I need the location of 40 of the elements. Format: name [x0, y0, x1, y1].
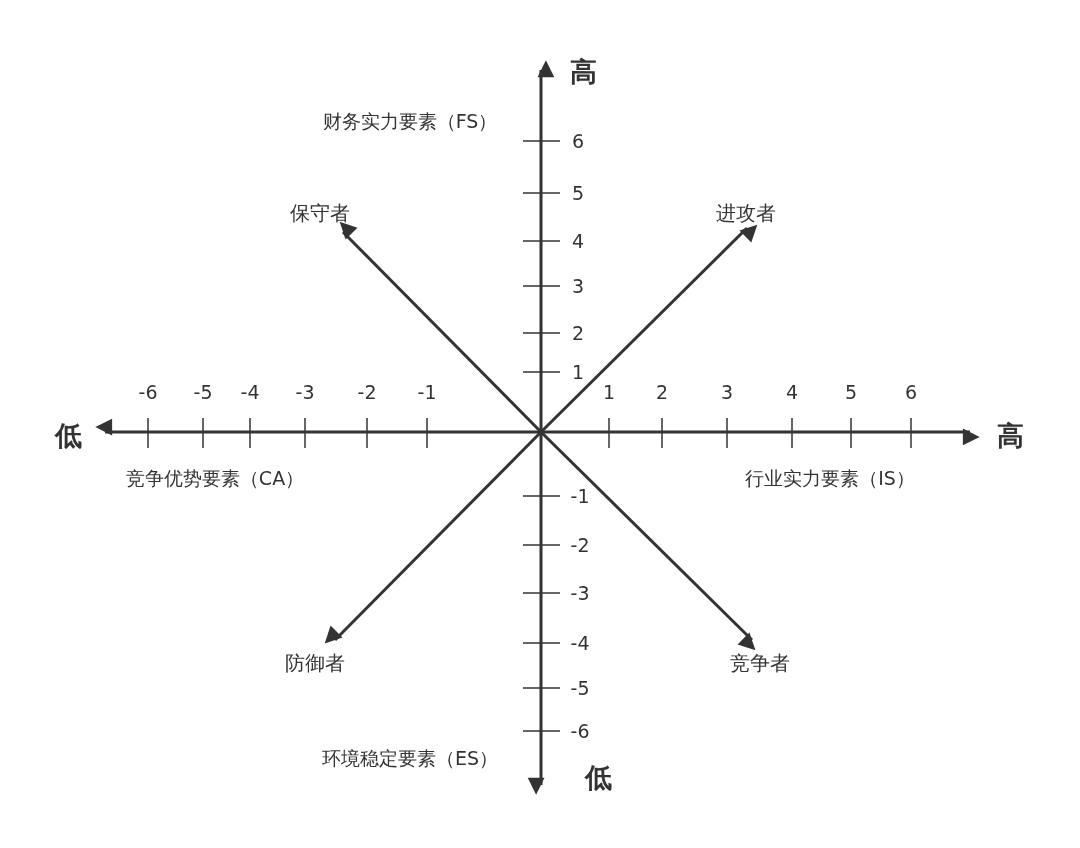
tick-label: -4	[570, 632, 590, 654]
arrow	[539, 224, 758, 434]
tick-label: -5	[570, 677, 590, 699]
tick-label: -6	[570, 720, 590, 742]
tick-label: 3	[571, 275, 585, 297]
tick-label: -5	[193, 381, 213, 403]
quadrant-label: 防御者	[285, 652, 345, 674]
tick-label: 1	[602, 381, 616, 403]
arrow	[339, 221, 543, 434]
axis-label: 低	[54, 421, 82, 451]
axis-label: 高	[569, 57, 597, 87]
axis-label: 低	[584, 763, 612, 793]
tick-label: 5	[844, 381, 858, 403]
tick-label: 3	[720, 381, 734, 403]
tick-label: -3	[570, 582, 590, 604]
quadrant-label: 进攻者	[716, 202, 776, 224]
axis-title: 环境稳定要素（ES）	[321, 747, 499, 769]
tick-label: 4	[785, 381, 799, 403]
axis-label: 高	[996, 421, 1024, 451]
arrow	[539, 430, 756, 651]
tick-label: 2	[655, 381, 669, 403]
tick-label: -2	[570, 534, 590, 556]
tick-label: 4	[571, 230, 585, 252]
tick-label: -1	[570, 485, 590, 507]
tick-label: 6	[904, 381, 918, 403]
axis-title: 竞争优势要素（CA）	[125, 467, 305, 489]
axis-title: 行业实力要素（IS）	[745, 467, 915, 489]
tick-label: 6	[571, 130, 585, 152]
tick-label: -2	[357, 381, 377, 403]
arrow	[324, 430, 543, 644]
quadrant-label: 竞争者	[730, 652, 790, 674]
tick-label: -3	[295, 381, 315, 403]
tick-label: 2	[571, 322, 585, 344]
tick-label: -6	[138, 381, 158, 403]
tick-label: -4	[240, 381, 260, 403]
tick-label: 1	[571, 361, 585, 383]
tick-label: 5	[571, 182, 585, 204]
tick-label: -1	[417, 381, 437, 403]
axis-title: 财务实力要素（FS）	[322, 110, 498, 132]
quadrant-label: 保守者	[290, 202, 350, 224]
